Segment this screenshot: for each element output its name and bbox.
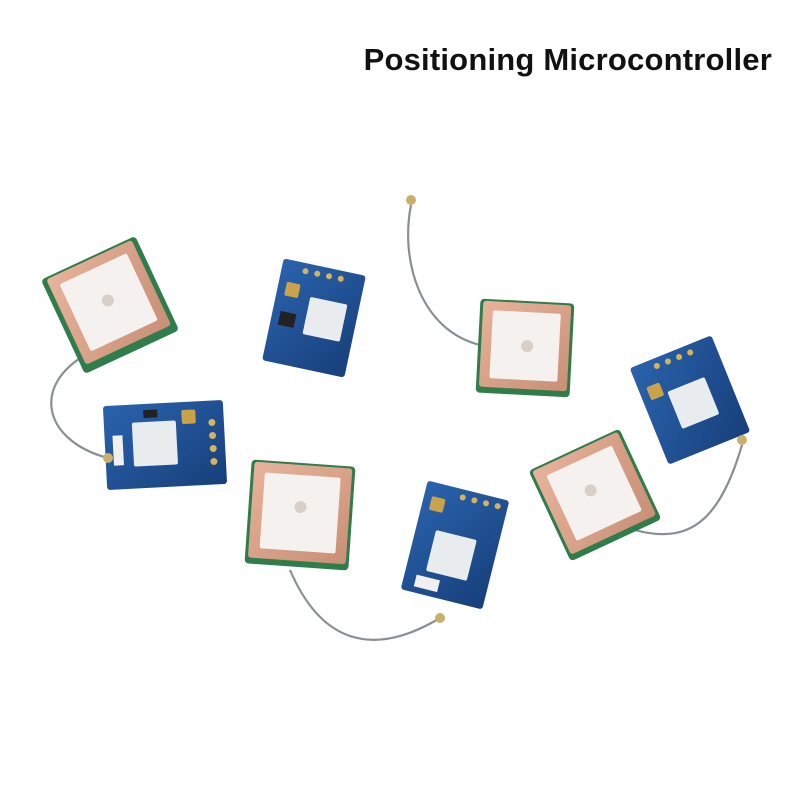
patch-antenna-4 xyxy=(529,429,661,561)
gps-board-2 xyxy=(262,258,366,378)
patch-antenna-3 xyxy=(244,459,356,571)
page-title: Positioning Microcontroller xyxy=(363,42,772,77)
gps-board-3 xyxy=(401,481,509,609)
cable-connectors xyxy=(103,195,747,623)
gps-board-1 xyxy=(103,400,227,490)
patch-antenna-1 xyxy=(42,237,178,373)
patch-antenna-2 xyxy=(475,298,575,398)
antenna-cables xyxy=(50,204,744,641)
gps-board-4 xyxy=(630,336,750,464)
